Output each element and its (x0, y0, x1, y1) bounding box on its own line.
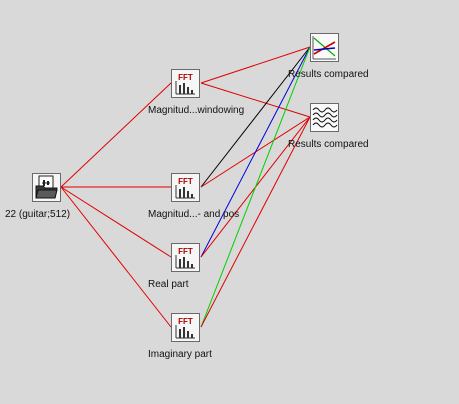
folder-document-icon (35, 175, 58, 199)
fft-icon: FFT (175, 177, 195, 199)
source-node-label: 22 (guitar;512) (5, 209, 71, 220)
result-node-2-label: Results compared (288, 139, 369, 150)
fft-node-2[interactable]: FFT (171, 173, 200, 202)
fft-icon: FFT (175, 247, 195, 269)
fft-node-4-label: Imaginary part (148, 349, 212, 360)
fft-node-3[interactable]: FFT (171, 243, 200, 272)
link-fft1-result2[interactable] (200, 82, 311, 118)
svg-text:FFT: FFT (178, 177, 193, 186)
fft-node-3-label: Real part (148, 279, 189, 290)
fft-node-1-label: Magnitud...windowing (148, 105, 245, 116)
link-fft2-result1[interactable] (200, 46, 311, 188)
link-source-fft4[interactable] (60, 186, 172, 328)
link-fft4-result2[interactable] (200, 116, 311, 328)
fft-icon: FFT (175, 73, 195, 95)
source-node[interactable] (32, 173, 61, 202)
svg-text:FFT: FFT (178, 317, 193, 326)
link-fft3-result1[interactable] (200, 46, 311, 258)
fft-node-1[interactable]: FFT (171, 69, 200, 98)
fft-node-4[interactable]: FFT (171, 313, 200, 342)
fft-icon: FFT (175, 317, 195, 339)
svg-text:FFT: FFT (178, 247, 193, 256)
link-fft4-result1[interactable] (200, 46, 311, 328)
link-source-fft1[interactable] (60, 82, 172, 188)
link-source-fft3[interactable] (60, 186, 172, 258)
result-node-2[interactable] (310, 103, 339, 132)
fft-node-2-label: Magnitud...- and pos (148, 209, 240, 220)
result-node-1-label: Results compared (288, 69, 369, 80)
link-fft1-result1[interactable] (200, 46, 311, 84)
connections (60, 46, 311, 328)
waveform-icon (311, 104, 338, 131)
svg-text:FFT: FFT (178, 73, 193, 82)
result-node-1[interactable] (310, 33, 339, 62)
line-chart-icon (311, 34, 338, 61)
